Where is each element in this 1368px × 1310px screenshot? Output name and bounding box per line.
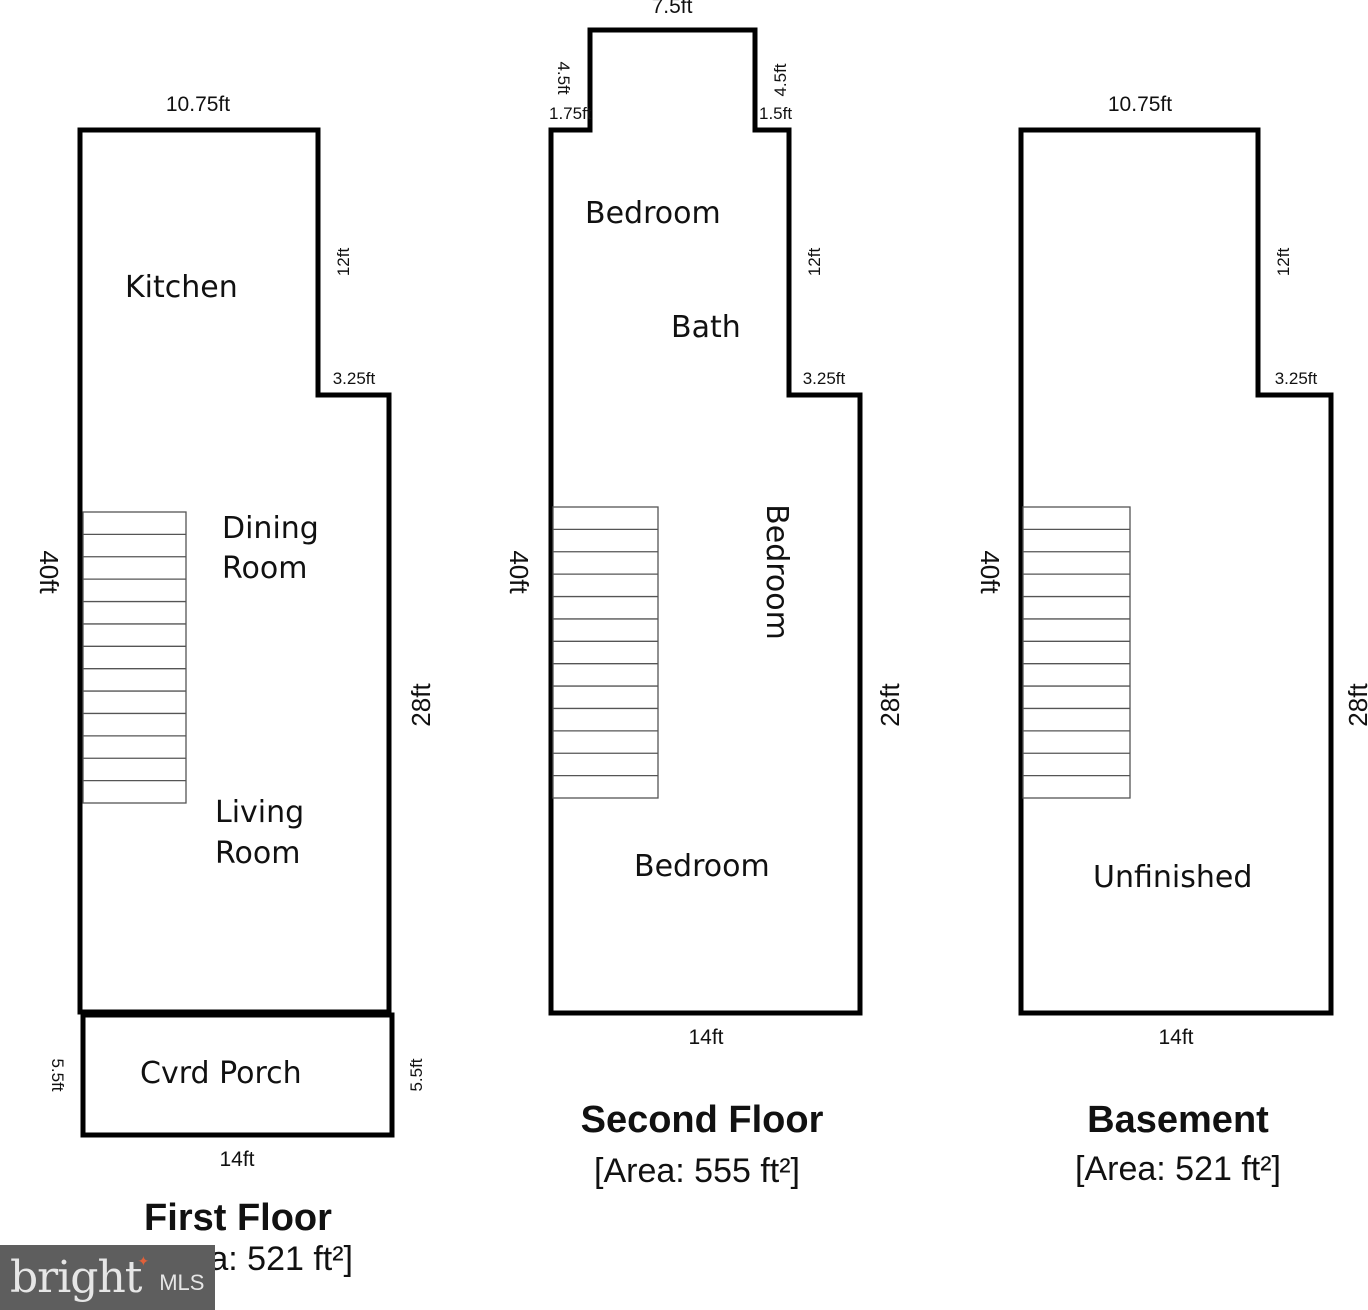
dim-bump-top: 7.5ft xyxy=(652,0,693,18)
stair-frame xyxy=(82,511,187,804)
second-floor-plan: 7.5ft 4.5ft 4.5ft 1.75ft 1.5ft 12ft 3.25… xyxy=(504,0,905,1190)
first-floor-outline xyxy=(77,127,392,1015)
dim-bottom: 14ft xyxy=(219,1148,254,1171)
dim-bump-right: 4.5ft xyxy=(771,63,790,96)
dim-left: 40ft xyxy=(504,550,534,594)
room-dining-1: Dining xyxy=(222,511,319,546)
dim-step-right: 1.5ft xyxy=(759,104,792,123)
second-floor-outline xyxy=(548,27,863,1016)
second-floor-area: [Area: 555 ft²] xyxy=(594,1152,800,1190)
dim-porch-right: 5.5ft xyxy=(407,1058,426,1091)
dim-step: 3.25ft xyxy=(333,369,376,388)
second-floor-title: Second Floor xyxy=(581,1099,824,1141)
basement-outline xyxy=(1018,127,1334,1016)
dim-right: 28ft xyxy=(1343,683,1368,727)
dim-step: 3.25ft xyxy=(803,369,846,388)
dim-bump-left: 4.5ft xyxy=(554,61,573,94)
first-floor-plan: 10.75ft 12ft 3.25ft 40ft 28ft 5.5ft 5.5f… xyxy=(34,93,436,1278)
watermark-star-icon: ✦ xyxy=(137,1253,150,1270)
bright-mls-watermark: bright ✦ MLS xyxy=(0,1245,215,1310)
basement-area: [Area: 521 ft²] xyxy=(1075,1150,1281,1188)
room-bath: Bath xyxy=(671,310,741,345)
dim-right: 28ft xyxy=(875,683,905,727)
room-dining-2: Room xyxy=(222,551,307,586)
dim-step: 3.25ft xyxy=(1275,369,1318,388)
watermark-suffix: MLS xyxy=(159,1269,205,1295)
room-kitchen: Kitchen xyxy=(125,270,238,305)
dim-left: 40ft xyxy=(34,550,64,594)
dim-bottom: 14ft xyxy=(688,1026,723,1049)
basement-title: Basement xyxy=(1087,1099,1269,1141)
dim-upper-right: 12ft xyxy=(1274,248,1293,277)
porch-outline xyxy=(80,1012,395,1138)
room-unfinished: Unfinished xyxy=(1093,860,1252,895)
first-floor-title: First Floor xyxy=(144,1197,332,1239)
stair-frame xyxy=(552,506,659,799)
dim-porch-left: 5.5ft xyxy=(48,1058,67,1091)
dim-upper-right: 12ft xyxy=(334,248,353,277)
dim-bottom: 14ft xyxy=(1158,1026,1193,1049)
room-living-1: Living xyxy=(215,795,304,830)
dim-top: 10.75ft xyxy=(166,93,230,116)
stair-frame xyxy=(1022,506,1131,799)
dim-left: 40ft xyxy=(975,550,1005,594)
dim-top: 10.75ft xyxy=(1108,93,1172,116)
basement-plan: 10.75ft 12ft 3.25ft 40ft 28ft 14ft Unfin… xyxy=(975,93,1368,1188)
staircase xyxy=(82,511,187,804)
dim-right: 28ft xyxy=(406,683,436,727)
room-bedroom-3: Bedroom xyxy=(634,849,770,884)
room-porch: Cvrd Porch xyxy=(140,1056,302,1091)
dim-step-left: 1.75ft xyxy=(549,104,592,123)
room-bedroom-2: Bedroom xyxy=(759,504,794,640)
dim-upper-right: 12ft xyxy=(805,248,824,277)
watermark-brand: bright xyxy=(10,1252,142,1303)
room-living-2: Room xyxy=(215,836,300,871)
staircase xyxy=(1022,506,1131,799)
staircase xyxy=(552,506,659,799)
room-bedroom-1: Bedroom xyxy=(585,196,721,231)
